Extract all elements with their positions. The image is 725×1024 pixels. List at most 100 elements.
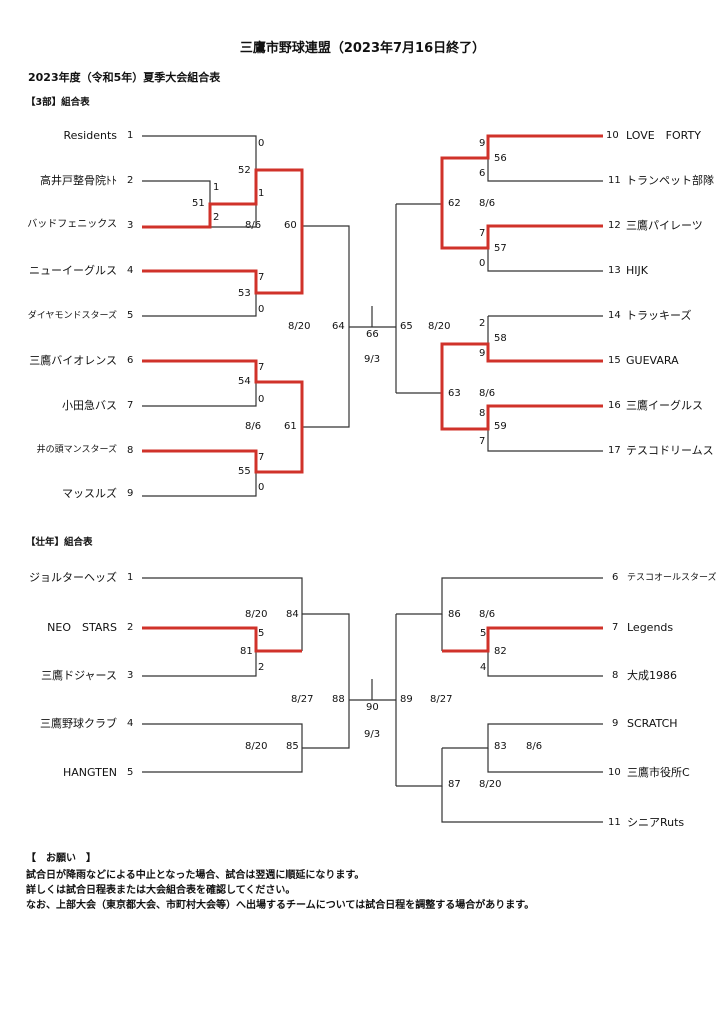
team-name: 三鷹市役所C xyxy=(627,766,690,779)
team-name: LOVE FORTY xyxy=(626,129,701,142)
score: 0 xyxy=(479,258,486,269)
team-name: Residents xyxy=(63,129,117,142)
winner-line xyxy=(442,626,603,653)
winner-line xyxy=(440,204,603,250)
team-name: 三鷹パイレーツ xyxy=(626,219,703,232)
game-number: 85 xyxy=(286,741,299,752)
bracket-line xyxy=(487,628,603,677)
score: 9 xyxy=(479,138,486,149)
team-name: 高井戸整骨院ﾄﾄ xyxy=(40,174,117,187)
game-number: 65 xyxy=(400,321,413,332)
winner-line xyxy=(142,359,304,427)
bracket-line xyxy=(442,723,603,749)
score: 5 xyxy=(258,628,265,639)
team-name: GUEVARA xyxy=(626,354,679,367)
team-seed: 5 xyxy=(127,310,134,321)
winner-line xyxy=(440,393,603,431)
score: 8 xyxy=(479,408,486,419)
winner-line xyxy=(142,168,304,229)
winner-line xyxy=(142,226,304,295)
score: 1 xyxy=(213,182,220,193)
game-number: 83 xyxy=(494,741,507,752)
team-name: 三鷹野球クラブ xyxy=(40,717,117,730)
team-seed: 2 xyxy=(127,622,134,633)
team-seed: 14 xyxy=(608,310,621,321)
bracket-line xyxy=(396,158,443,205)
score: 7 xyxy=(258,452,265,463)
score: 2 xyxy=(258,662,265,673)
team-name: トラッキーズ xyxy=(626,309,692,322)
game-number: 51 xyxy=(192,198,205,209)
winner-line xyxy=(142,626,302,653)
score: 7 xyxy=(258,362,265,373)
notes-heading: 【 お願い 】 xyxy=(26,853,96,864)
team-name: テスコドリームス xyxy=(626,444,714,457)
bracket-line xyxy=(487,136,603,182)
score: 0 xyxy=(258,394,265,405)
game-number: 56 xyxy=(494,153,507,164)
game-date: 9/3 xyxy=(364,354,381,365)
bracket-line xyxy=(302,225,350,428)
game-date: 8/27 xyxy=(430,694,453,705)
bracket-line xyxy=(396,577,603,615)
team-seed: 1 xyxy=(127,130,134,141)
score: 5 xyxy=(480,628,487,639)
team-name: 三鷹イーグルス xyxy=(626,399,703,412)
game-number: 66 xyxy=(366,329,379,340)
team-name: HANGTEN xyxy=(62,766,117,779)
page-subtitle: 2023年度（令和5年）夏季大会組合表 xyxy=(28,71,221,84)
game-date: 8/20 xyxy=(288,321,311,332)
team-seed: 11 xyxy=(608,175,621,186)
game-number: 88 xyxy=(332,694,345,705)
bracket-line xyxy=(441,786,603,823)
team-seed: 3 xyxy=(127,670,134,681)
notes-line: なお、上部大会（東京都大会、市町村大会等）へ出場するチームについては試合日程を調… xyxy=(26,900,535,911)
bracket-line xyxy=(396,748,443,787)
team-seed: 12 xyxy=(608,220,621,231)
game-number: 82 xyxy=(494,646,507,657)
team-name: 三鷹ドジャース xyxy=(41,669,117,682)
section-label-sonen: 【壮年】組合表 xyxy=(26,537,93,548)
team-name: テスコオールスターズ xyxy=(627,573,717,583)
team-name: 井の頭マンスターズ xyxy=(36,445,117,455)
team-name: 大成1986 xyxy=(627,669,677,682)
notes-line: 試合日が降雨などによる中止となった場合、試合は翌週に順延になります。 xyxy=(26,870,365,881)
score: 1 xyxy=(258,188,265,199)
bracket-line xyxy=(487,406,603,452)
team-seed: 6 xyxy=(127,355,134,366)
winner-line xyxy=(440,342,603,393)
score: 7 xyxy=(258,272,265,283)
winner-line xyxy=(142,427,304,474)
bracket-line xyxy=(396,344,443,394)
bracket-line xyxy=(487,226,603,272)
team-seed: 4 xyxy=(127,265,134,276)
game-number: 61 xyxy=(284,421,297,432)
game-number: 87 xyxy=(448,779,461,790)
team-name: 小田急バス xyxy=(62,399,117,412)
game-number: 58 xyxy=(494,333,507,344)
game-number: 62 xyxy=(448,198,461,209)
game-date: 8/20 xyxy=(428,321,451,332)
notes-line: 詳しくは試合日程表または大会組合表を確認してください。 xyxy=(26,885,296,896)
team-name: HIJK xyxy=(626,264,648,277)
bracket-line xyxy=(142,270,257,317)
team-seed: 7 xyxy=(612,622,619,633)
bracket-line xyxy=(142,360,257,407)
game-number: 81 xyxy=(240,646,253,657)
team-name: バッドフェニックス xyxy=(27,219,117,230)
team-seed: 6 xyxy=(612,572,619,583)
game-date: 8/27 xyxy=(291,694,314,705)
bracket-line xyxy=(142,450,257,497)
game-date: 8/20 xyxy=(479,779,502,790)
game-date: 8/6 xyxy=(245,421,262,432)
team-name: Legends xyxy=(627,621,674,634)
team-seed: 9 xyxy=(127,488,134,499)
score: 2 xyxy=(479,318,486,329)
team-name: ダイヤモンドスターズ xyxy=(27,311,117,321)
bracket-line xyxy=(142,180,211,204)
score: 7 xyxy=(479,228,486,239)
team-name: トランペット部隊 xyxy=(626,174,714,187)
team-name: マッスルズ xyxy=(62,487,117,500)
game-number: 57 xyxy=(494,243,507,254)
